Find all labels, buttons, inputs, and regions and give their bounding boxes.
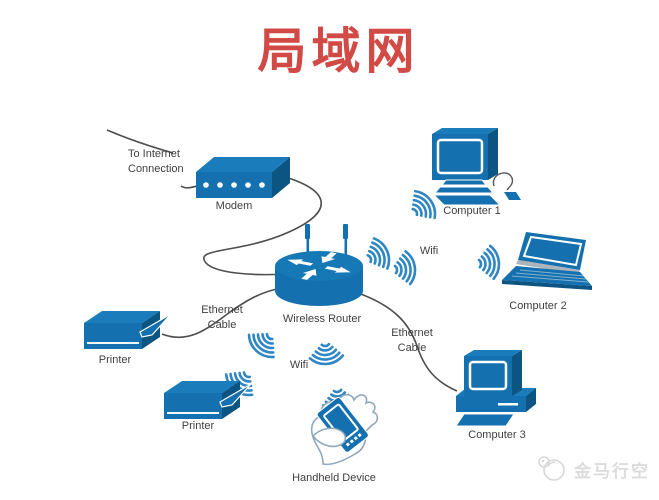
- internet-label: To Internet Connection: [128, 148, 184, 175]
- wifi-label-upper: Wifi: [419, 245, 439, 257]
- computer2-label: Computer 2: [509, 300, 567, 312]
- modem-icon: [196, 157, 290, 198]
- desktop-computer-icon: [432, 128, 521, 206]
- watermark: 金马行空: [536, 450, 650, 488]
- watermark-text: 金马行空: [574, 461, 650, 481]
- ethernet-cable-label-right: Ethernet Cable: [391, 327, 433, 354]
- laptop-icon: [502, 232, 592, 290]
- router-label: Wireless Router: [282, 313, 362, 325]
- desktop-computer-icon: [455, 350, 536, 427]
- printer-icon: [164, 381, 252, 419]
- ethernet-cable-label-left: Ethernet Cable: [201, 304, 243, 331]
- page-title: 局域网: [257, 25, 420, 79]
- printer-top-label: Printer: [98, 354, 132, 366]
- printer-icon: [84, 311, 172, 349]
- modem-label: Modem: [215, 200, 253, 212]
- wifi-label-lower: Wifi: [289, 359, 309, 371]
- handheld-label: Handheld Device: [292, 472, 376, 484]
- handheld-device-icon: [310, 393, 379, 466]
- computer1-label: Computer 1: [443, 205, 501, 217]
- watermark-logo-icon: [538, 456, 565, 481]
- printer-bottom-label: Printer: [181, 420, 215, 432]
- wireless-router-icon: [275, 224, 363, 306]
- computer3-label: Computer 3: [468, 429, 526, 441]
